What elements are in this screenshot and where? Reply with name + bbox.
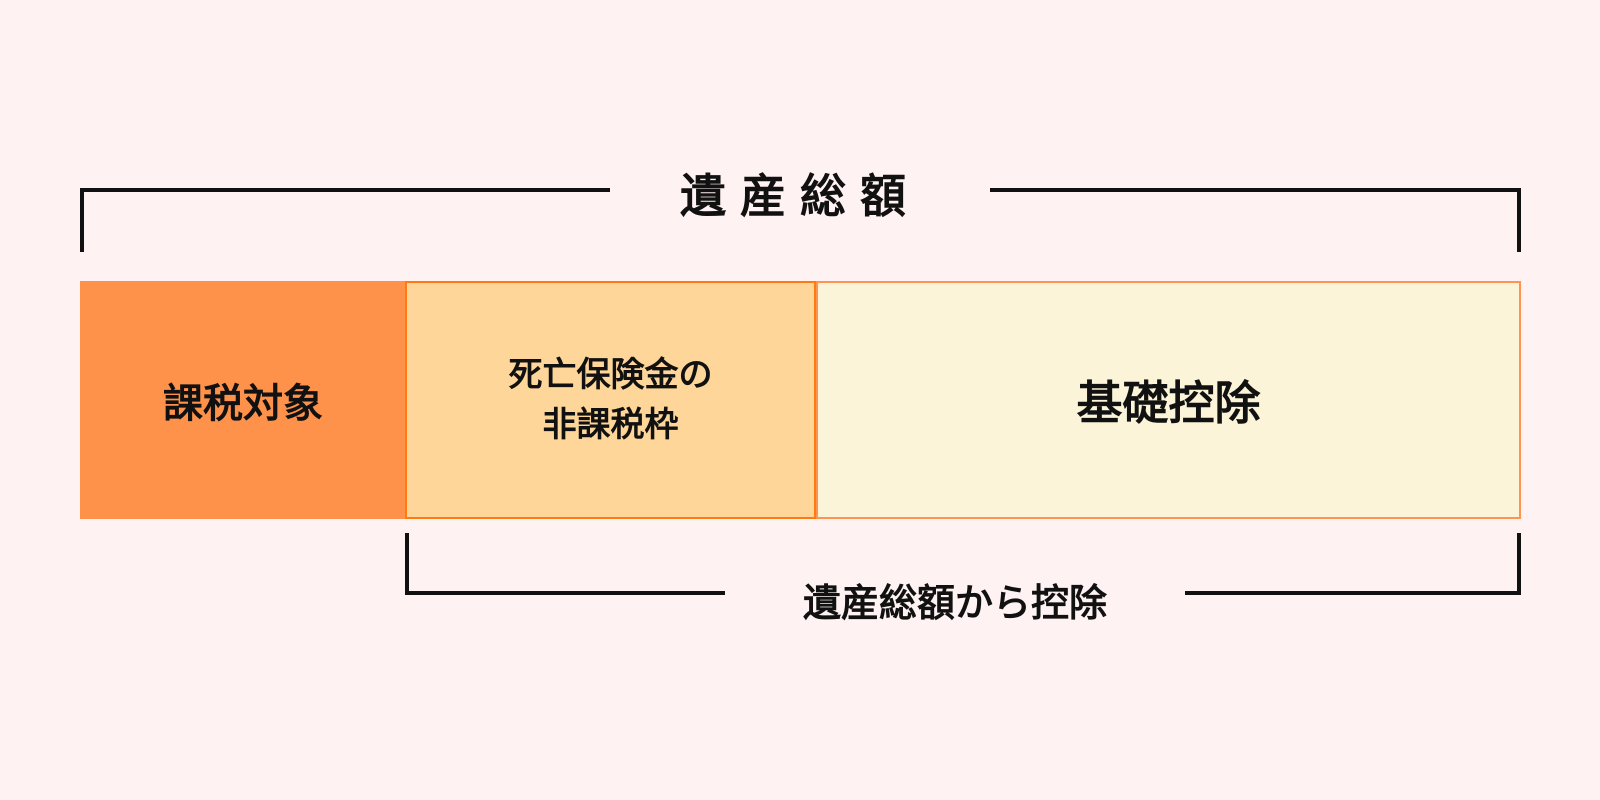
basic-deduction-box: 基礎控除 [816,281,1521,519]
bracket-line [405,591,725,595]
deduction-label: 遺産総額から控除 [802,581,1107,625]
total-estate-label: 遺産総額 [680,169,920,223]
bracket-line [80,188,84,252]
insurance-label-line2: 非課税枠 [542,405,679,445]
bracket-line [990,188,1521,192]
taxable-box: 課税対象 [80,281,406,519]
insurance-label-line1: 死亡保険金の [508,355,713,395]
insurance-exemption-box: 死亡保険金の 非課税枠 [405,281,816,519]
bracket-line [1517,188,1521,252]
taxable-label: 課税対象 [163,381,323,427]
bracket-line [1517,533,1521,595]
bracket-line [1185,591,1521,595]
bracket-line [80,188,610,192]
basic-deduction-label: 基礎控除 [1076,376,1261,430]
bracket-line [405,533,409,595]
